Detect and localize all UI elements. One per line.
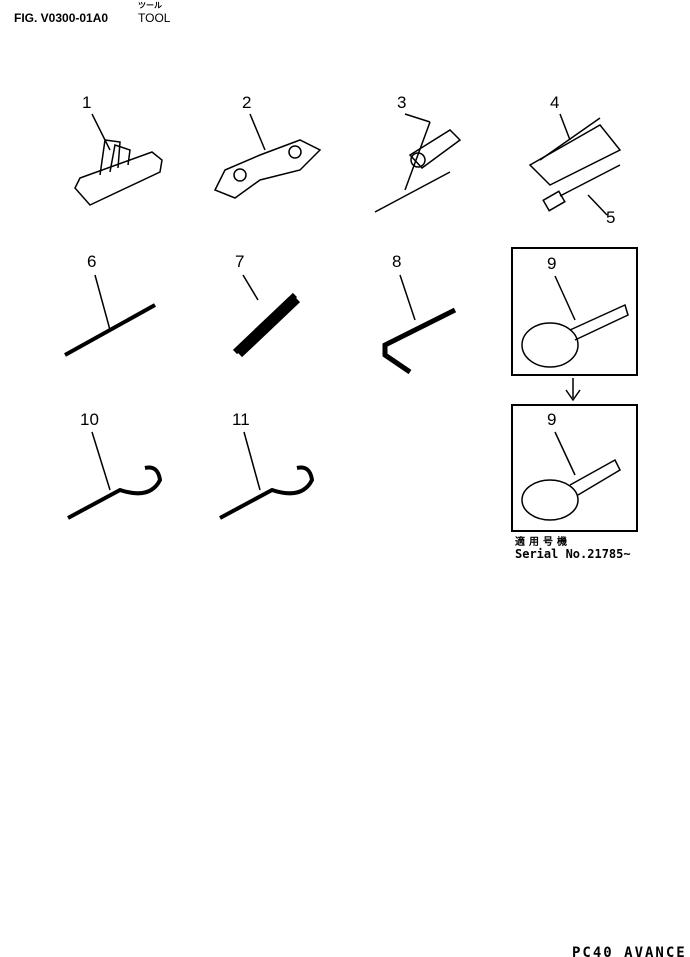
figure-id: FIG. V0300-01A0 — [14, 11, 109, 25]
serial-number: Serial No.21785~ — [515, 547, 631, 561]
arrow-down-icon — [565, 378, 581, 402]
callout-9-new: 9 — [547, 410, 557, 429]
grease-nozzle-icon — [542, 164, 621, 212]
callout-7: 7 — [235, 252, 245, 271]
callout-5: 5 — [606, 208, 616, 227]
spring-icon — [232, 292, 301, 358]
title-japanese: ツール — [138, 1, 162, 10]
callout-2: 2 — [242, 93, 252, 112]
hook-wrench-icon — [219, 465, 315, 520]
callout-10: 10 — [80, 410, 99, 429]
leader-lines — [91, 113, 608, 491]
filter-wrench-new-icon — [521, 458, 621, 521]
callout-11: 11 — [232, 410, 250, 429]
wrench-set-icon — [213, 139, 322, 199]
model-footer: PC40 AVANCE B — [572, 945, 690, 957]
screwdriver-icon — [374, 129, 462, 213]
grease-gun-icon — [528, 117, 622, 186]
callout-3: 3 — [397, 93, 407, 112]
callout-4: 4 — [550, 93, 560, 112]
toolbag-icon — [74, 139, 163, 206]
part-9-new-frame — [511, 404, 638, 532]
callout-9: 9 — [547, 254, 557, 273]
part-9-old-frame — [511, 247, 638, 376]
hook-wrench-icon — [67, 465, 163, 520]
callout-6: 6 — [87, 252, 97, 271]
hex-wrench-icon — [382, 307, 457, 375]
applicability-label: 適用号機 — [515, 537, 571, 548]
callout-8: 8 — [392, 252, 402, 271]
filter-wrench-icon — [521, 303, 629, 368]
figure-title: TOOL — [138, 11, 171, 25]
callout-1: 1 — [82, 93, 92, 112]
extension-bar-icon — [64, 303, 156, 357]
